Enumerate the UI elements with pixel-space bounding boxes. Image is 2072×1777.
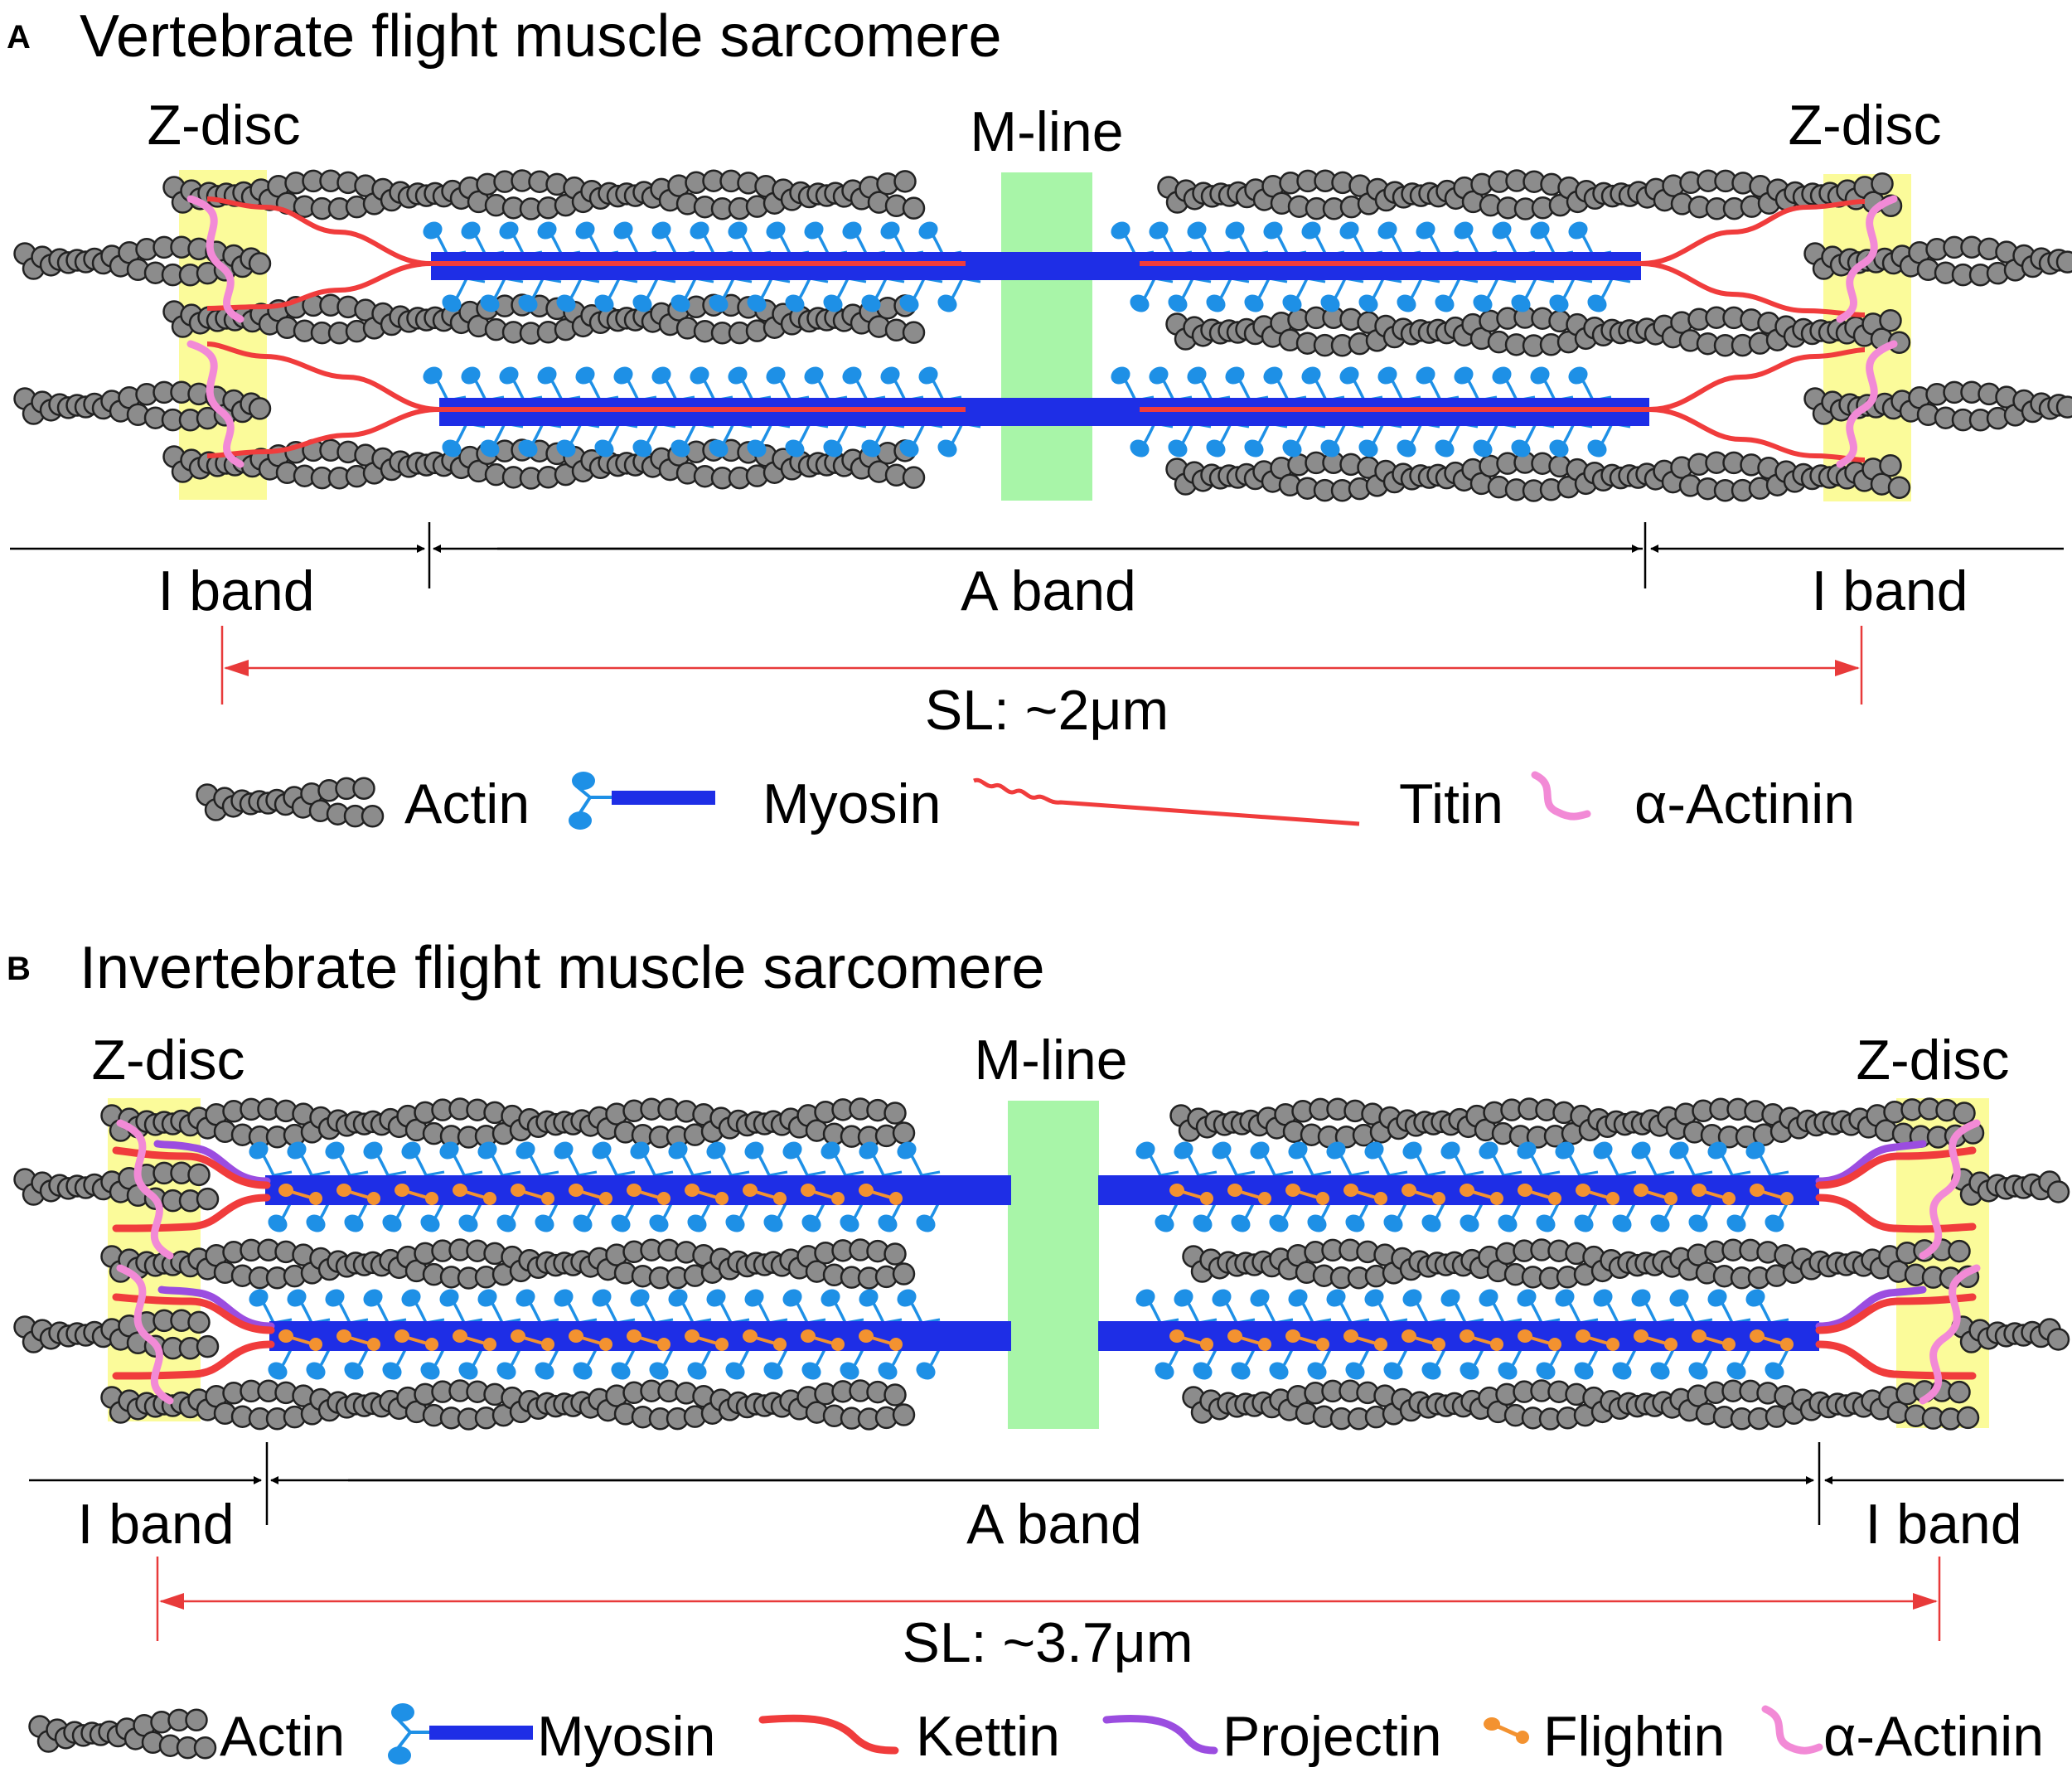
kettin-strand [112,1194,271,1232]
titin-spring [206,407,440,458]
m-line-band [1001,172,1092,501]
titin-spring [206,261,432,311]
titin-spring [1648,407,1866,462]
legend-actin-label: Actin [220,1705,345,1768]
m-line-label: M-line [970,100,1123,163]
alpha-actinin-strand [186,195,244,323]
actin-filaments [13,1097,2070,1431]
kettin-strand [1815,1340,1977,1380]
legend-actin-symbol [28,1708,217,1760]
titin-spring [206,196,432,266]
panel-a: A Vertebrate flight muscle sarcomere [7,3,2072,835]
a-band-label: A band [966,1493,1142,1556]
titin-spring [1640,261,1866,317]
legend-myosin-symbol [388,1703,533,1765]
alpha-actinin-strand [1836,340,1898,468]
panel-a-title: Vertebrate flight muscle sarcomere [80,3,1001,70]
flightin-molecules [278,1184,1794,1351]
i-band-right-label: I band [1865,1493,2021,1556]
legend-titin-label: Titin [1399,772,1503,835]
legend-flightin-symbol [1484,1717,1529,1744]
titin-spring [1640,199,1866,266]
projectin-strand [153,1140,271,1185]
kettin-strand [1815,1194,1977,1233]
kettin-strand [112,1340,275,1380]
titin-spring [206,341,440,412]
legend-projectin-symbol [1102,1715,1218,1755]
z-disc-left-label: Z-disc [147,94,300,157]
band-arrows-b [29,1442,2064,1525]
i-band-right-label: I band [1811,559,1968,622]
panel-b: B Invertebrate flight muscle sarcomere [7,935,2070,1768]
legend-myosin-symbol [569,772,715,830]
m-line-band [1008,1101,1099,1429]
alpha-actinin-strand [116,1264,174,1405]
alpha-actinin-links [116,1119,1981,1405]
legend-flightin-label: Flightin [1543,1705,1725,1768]
alpha-actinin-strand [1919,1119,1981,1260]
titin-filaments [206,196,1866,462]
legend-alpha-actinin-label: α-Actinin [1823,1705,2044,1768]
legend-projectin-label: Projectin [1222,1705,1442,1768]
z-disc-left-band [179,170,267,500]
panel-b-letter: B [7,951,31,987]
alpha-actinin-links [186,195,1898,468]
legend-alpha-actinin-label: α-Actinin [1634,772,1855,835]
sl-indicator-b [156,1557,1941,1641]
projectin-strand [1815,1140,1927,1185]
legend-a: Actin Myosin Titin α-Actinin [196,771,1855,835]
panel-a-letter: A [7,19,31,56]
actin-filaments [13,169,2072,502]
alpha-actinin-strand [1919,1264,1981,1405]
sl-indicator-a [220,626,1863,705]
band-arrows-a [10,522,2064,588]
projectin-strand [157,1286,275,1330]
legend-b: Actin Myosin Kettin Projectin Flightin α… [28,1703,2044,1768]
legend-alpha-actinin-symbol [1531,771,1591,821]
i-band-left-label: I band [77,1493,234,1556]
legend-titin-symbol [973,777,1360,826]
legend-myosin-label: Myosin [762,772,941,835]
legend-kettin-symbol [758,1714,899,1755]
legend-alpha-actinin-symbol [1761,1705,1823,1755]
a-band-label: A band [961,559,1136,622]
legend-actin-label: Actin [404,772,530,835]
alpha-actinin-strand [1836,195,1898,323]
z-disc-left-label: Z-disc [91,1029,244,1092]
i-band-left-label: I band [157,559,314,622]
legend-myosin-label: Myosin [537,1705,715,1768]
m-line-label: M-line [974,1029,1127,1092]
z-disc-right-label: Z-disc [1856,1029,2009,1092]
sarcomere-length-label: SL: ~2μm [925,679,1169,742]
projectin-strand [1815,1286,1927,1330]
alpha-actinin-strand [116,1119,174,1260]
titin-spring [1648,347,1866,412]
z-disc-right-label: Z-disc [1788,94,1941,157]
sarcomere-length-label: SL: ~3.7μm [902,1611,1193,1674]
legend-kettin-label: Kettin [916,1705,1060,1768]
legend-actin-symbol [196,777,385,828]
alpha-actinin-strand [186,340,244,468]
panel-b-title: Invertebrate flight muscle sarcomere [80,935,1044,1001]
